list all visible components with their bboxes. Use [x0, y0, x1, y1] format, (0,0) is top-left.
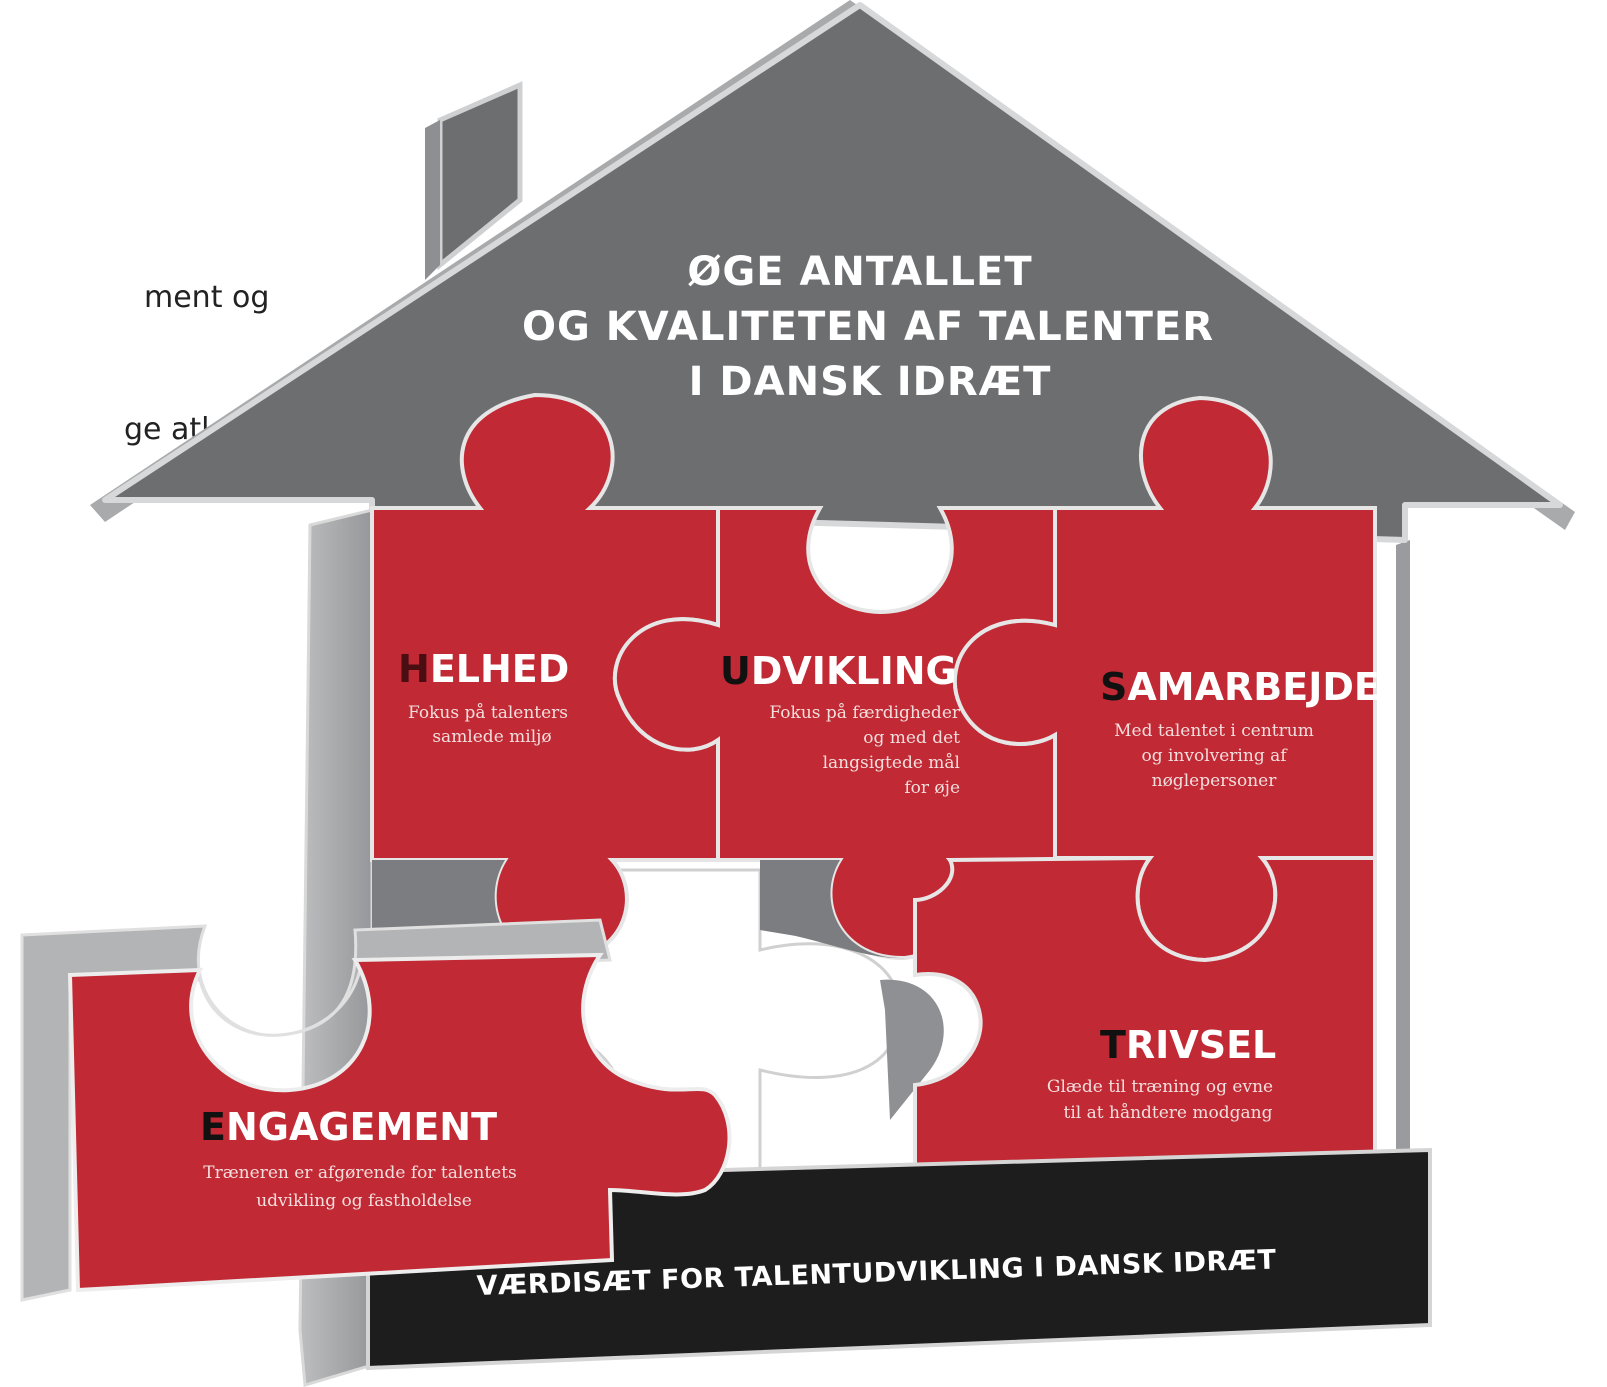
udvikling-title-rest: DVIKLING: [751, 649, 957, 693]
samarbejde-desc-line-3: nøglepersoner: [1152, 771, 1278, 791]
trivsel-initial: T: [1100, 1023, 1126, 1067]
helhed-title: HELHED: [398, 647, 569, 691]
samarbejde-title: SAMARBEJDE: [1100, 665, 1380, 709]
samarbejde-initial: S: [1100, 665, 1127, 709]
trivsel-title: TRIVSEL: [1100, 1023, 1276, 1067]
samarbejde-desc-line-2: og involvering af: [1141, 746, 1288, 766]
helhed-desc-line-2: samlede miljø: [432, 727, 551, 747]
trivsel-title-rest: RIVSEL: [1126, 1023, 1276, 1067]
engagement-title: ENGAGEMENT: [200, 1105, 497, 1149]
piece-trivsel-shape: [913, 855, 1377, 1171]
piece-engagement-shape: [67, 952, 732, 1293]
inner-gray-wall-mid: [760, 860, 905, 959]
samarbejde-desc-line-1: Med talentet i centrum: [1114, 721, 1314, 741]
udvikling-desc-line-4: for øje: [904, 778, 960, 798]
engagement-title-rest: NGAGEMENT: [226, 1105, 497, 1149]
udvikling-desc-line-3: langsigtede mål: [823, 753, 960, 773]
udvikling-desc-line-1: Fokus på færdigheder: [769, 703, 960, 723]
cropped-text-line-1: ment og: [144, 280, 270, 315]
udvikling-title: UDVIKLING: [720, 649, 957, 693]
chimney-side: [425, 120, 440, 280]
helhed-initial: H: [398, 647, 430, 691]
helhed-desc-line-1: Fokus på talenters: [408, 703, 568, 723]
hole-inner-wall: [880, 979, 944, 1120]
engagement-initial: E: [200, 1105, 226, 1149]
roof-text-line-1: ØGE ANTALLET: [687, 249, 1032, 295]
udvikling-initial: U: [720, 649, 751, 693]
udvikling-desc-line-2: og med det: [863, 728, 960, 748]
helhed-title-rest: ELHED: [430, 647, 569, 691]
engagement-desc-line-2: udvikling og fastholdelse: [256, 1191, 472, 1211]
trivsel-desc-line-1: Glæde til træning og evne: [1047, 1077, 1273, 1097]
samarbejde-title-rest: AMARBEJDE: [1127, 665, 1379, 709]
roof-text-line-3: I DANSK IDRÆT: [689, 359, 1052, 405]
house-right-side: [1396, 540, 1410, 1305]
foundation: [366, 1147, 1432, 1371]
trivsel-desc-line-2: til at håndtere modgang: [1064, 1103, 1273, 1123]
engagement-desc-line-1: Træneren er afgørende for talentets: [203, 1163, 517, 1183]
roof-text-line-2: OG KVALITETEN AF TALENTER: [522, 304, 1214, 350]
